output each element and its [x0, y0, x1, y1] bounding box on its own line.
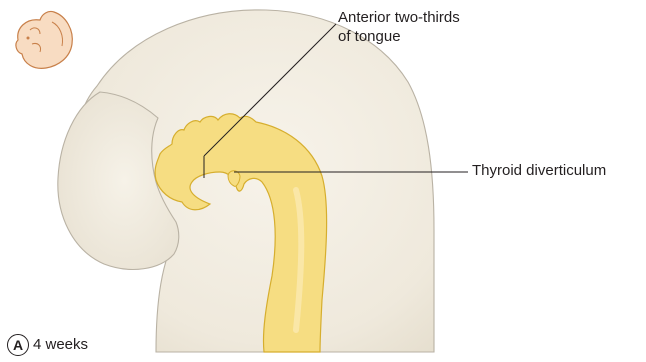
anterior-tongue-label-line2: of tongue: [338, 28, 401, 46]
panel-letter-badge: A: [7, 334, 29, 356]
stage-label: 4 weeks: [33, 336, 88, 354]
anterior-tongue-label-line1: Anterior two-thirds: [338, 9, 460, 27]
thyroid-diverticulum-label: Thyroid diverticulum: [472, 162, 606, 180]
embryo-thumbnail-icon: [16, 11, 72, 68]
